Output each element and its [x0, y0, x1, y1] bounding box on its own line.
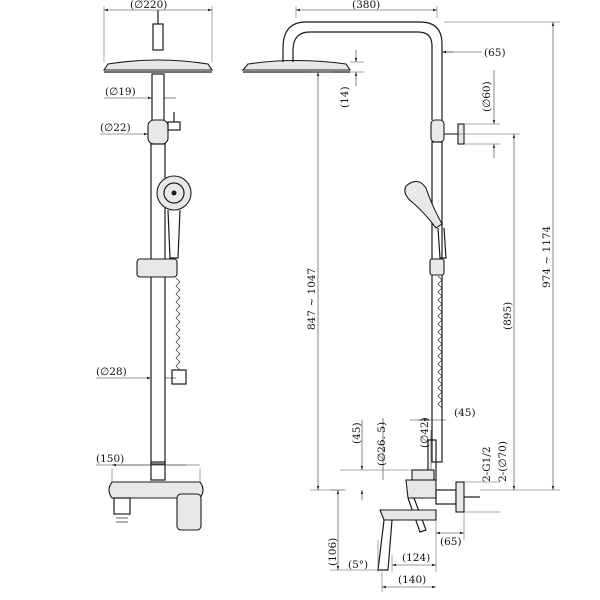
side-shower-head — [241, 59, 352, 71]
side-riser — [431, 141, 443, 463]
dim-spout-angle: (5°) — [348, 559, 368, 571]
front-mixer-handle — [176, 493, 202, 531]
front-left-fitting — [113, 497, 131, 515]
dim-flange-diameter: 2-(∅70) — [497, 441, 509, 482]
side-arm-outer — [282, 21, 443, 120]
front-dimensions: (∅220) (∅19) (∅22) (∅28) (150) — [96, 0, 213, 482]
dim-mixer-width: (150) — [96, 453, 124, 465]
dim-arm-offset: (65) — [484, 47, 506, 59]
dim-head-height-range: 847 ~ 1047 — [306, 268, 318, 330]
front-slide-holder — [136, 258, 178, 278]
dim-handle-diameter: (∅42) — [419, 417, 431, 448]
front-hose-connector — [171, 369, 187, 385]
dim-mixer-offset: (45) — [454, 407, 476, 419]
dim-spout-reach: (140) — [398, 574, 426, 586]
side-mixer-body — [405, 479, 437, 499]
front-hose — [175, 277, 181, 371]
front-upper-pipe — [151, 73, 165, 125]
dim-riser-diameter: (∅28) — [96, 366, 127, 378]
side-dimensions: (380) (65) (14) (∅60) 847 ~ 1047 974 ~ 1… — [295, 0, 560, 592]
dim-riser-length: (895) — [502, 302, 514, 330]
side-hose — [437, 275, 443, 409]
dim-diverter-diameter: (∅60) — [481, 81, 493, 112]
dim-outlet-diameter: (∅26. 5) — [376, 422, 388, 466]
dim-head-drop: (14) — [339, 86, 351, 108]
side-mixer-cap — [411, 469, 435, 481]
dim-spout-length: (124) — [402, 552, 430, 564]
front-diverter-knob — [167, 121, 181, 131]
dim-thread-spec: 2-G1/2 — [481, 446, 493, 482]
dim-spout-height: (106) — [327, 538, 339, 566]
side-hand-shower — [404, 180, 443, 229]
side-connector — [430, 119, 445, 143]
front-shower-head — [102, 59, 214, 71]
side-spout-outlet — [377, 519, 393, 571]
dim-flange-offset: (65) — [440, 536, 462, 548]
dim-total-height-range: 974 ~ 1174 — [541, 225, 553, 288]
side-flange — [455, 481, 465, 513]
dim-pipe-diameter: (∅19) — [105, 86, 136, 98]
dim-arm-length: (380) — [352, 0, 380, 11]
side-spout — [379, 509, 437, 521]
dim-connector-diameter: (∅22) — [100, 122, 131, 134]
front-hand-shower-handle — [167, 209, 181, 259]
side-arm-inner — [292, 31, 433, 120]
side-wall-fitting — [435, 489, 457, 505]
front-view — [102, 10, 214, 531]
side-slide-holder — [429, 258, 445, 276]
front-connector-sleeve — [147, 119, 169, 145]
side-view — [241, 21, 480, 571]
dim-head-diameter: (∅220) — [130, 0, 167, 11]
front-head-connector — [152, 23, 164, 51]
front-mixer-stem — [150, 461, 166, 481]
dim-mixer-height: (45) — [351, 422, 363, 444]
front-riser-pipe — [150, 143, 166, 465]
